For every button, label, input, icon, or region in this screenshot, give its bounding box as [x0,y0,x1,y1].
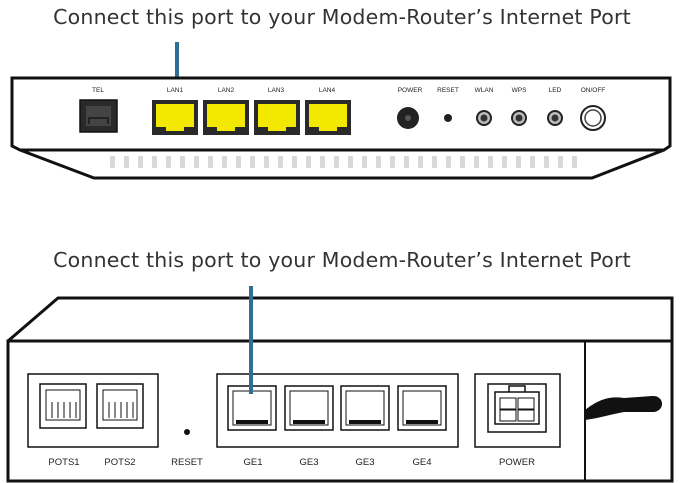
lan1-label: LAN1 [167,87,184,94]
wlan-label: WLAN [475,87,494,94]
ge2-label: GE3 [299,457,318,468]
ge4-port[interactable] [397,385,447,431]
ge4-label: GE4 [412,457,431,468]
lan4-port[interactable] [305,100,351,135]
power-label-bottom: POWER [499,457,535,468]
pots1-port[interactable] [39,383,87,429]
power-label: POWER [398,87,423,94]
wlan-button[interactable] [476,110,492,126]
power-group-frame [474,373,561,448]
onoff-switch[interactable] [580,105,606,131]
bottom-caption: Connect this port to your Modem-Router’s… [53,248,631,272]
reset-label-bottom: RESET [171,457,203,468]
reset-label: RESET [437,87,459,94]
reset-hole[interactable] [184,429,190,435]
led-label: LED [549,87,562,94]
top-router-base [19,148,665,180]
lan2-port[interactable] [203,100,249,135]
ge3-port[interactable] [340,385,390,431]
power-connector [487,383,547,433]
bottom-ont-top [7,296,674,343]
pots2-label: POTS2 [104,457,135,468]
top-router-vents [110,156,577,168]
lan4-label: LAN4 [319,87,336,94]
bottom-ont: POTS1 POTS2 RESET GE1 GE3 GE3 GE4 POWER [6,296,674,483]
tel-label: TEL [92,87,104,94]
lan3-label: LAN3 [268,87,285,94]
tel-port [79,99,118,133]
bottom-ont-cable [585,395,663,420]
led-button[interactable] [547,110,563,126]
top-router: TEL LAN1 LAN2 LAN3 LAN4 POWER RESET [10,76,672,180]
reset-button[interactable] [444,114,452,122]
ge2-port[interactable] [284,385,334,431]
pots2-port[interactable] [96,383,144,429]
lan3-port[interactable] [254,100,300,135]
power-jack [397,107,419,129]
onoff-label: ON/OFF [581,87,606,94]
ge-group-frame [216,373,459,448]
top-pointer-line [175,42,179,82]
wps-label: WPS [512,87,527,94]
wps-button[interactable] [511,110,527,126]
ge3-label: GE3 [355,457,374,468]
ge1-label: GE1 [243,457,262,468]
pots-group-frame [27,373,159,448]
bottom-pointer-line [249,286,253,394]
lan2-label: LAN2 [218,87,235,94]
pots1-label: POTS1 [48,457,79,468]
top-caption: Connect this port to your Modem-Router’s… [53,5,631,29]
lan1-port[interactable] [152,100,198,135]
